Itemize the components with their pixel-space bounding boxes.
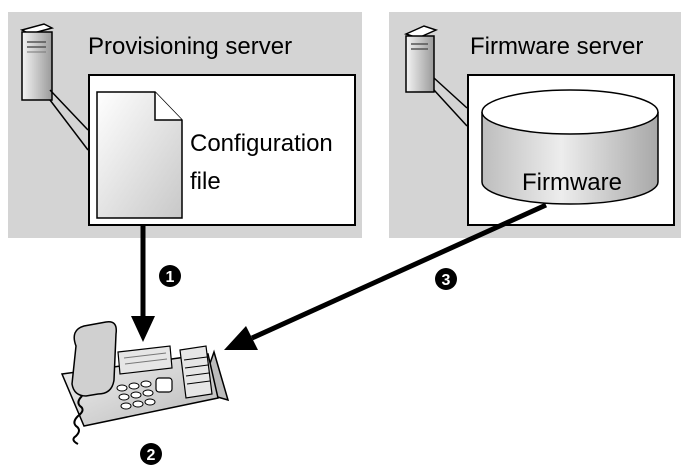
firmware-label: Firmware — [522, 169, 622, 196]
ip-phone-icon — [60, 321, 230, 445]
firmware-server-title: Firmware server — [470, 33, 644, 60]
configuration-file-label-line1: Configuration — [190, 130, 333, 157]
arrow-step-3 — [224, 202, 548, 350]
step-badge-1-number: 1 — [166, 269, 175, 286]
document-icon — [96, 91, 183, 219]
server-tower-icon — [19, 23, 55, 101]
firmware-connector-line — [433, 77, 468, 109]
step-badge-1: 1 — [159, 265, 181, 287]
arrow-step-1 — [131, 226, 155, 342]
configuration-file-label-line2: file — [190, 168, 221, 195]
step-badge-2: 2 — [140, 443, 162, 465]
server-tower-icon-2 — [403, 25, 439, 93]
provisioning-server-title: Provisioning server — [88, 33, 293, 60]
step-badge-2-number: 2 — [147, 447, 156, 464]
step-badge-3: 3 — [435, 268, 457, 290]
database-cylinder-icon — [481, 89, 659, 205]
provisioning-connector-line — [49, 89, 89, 131]
step-badge-3-number: 3 — [442, 272, 451, 289]
